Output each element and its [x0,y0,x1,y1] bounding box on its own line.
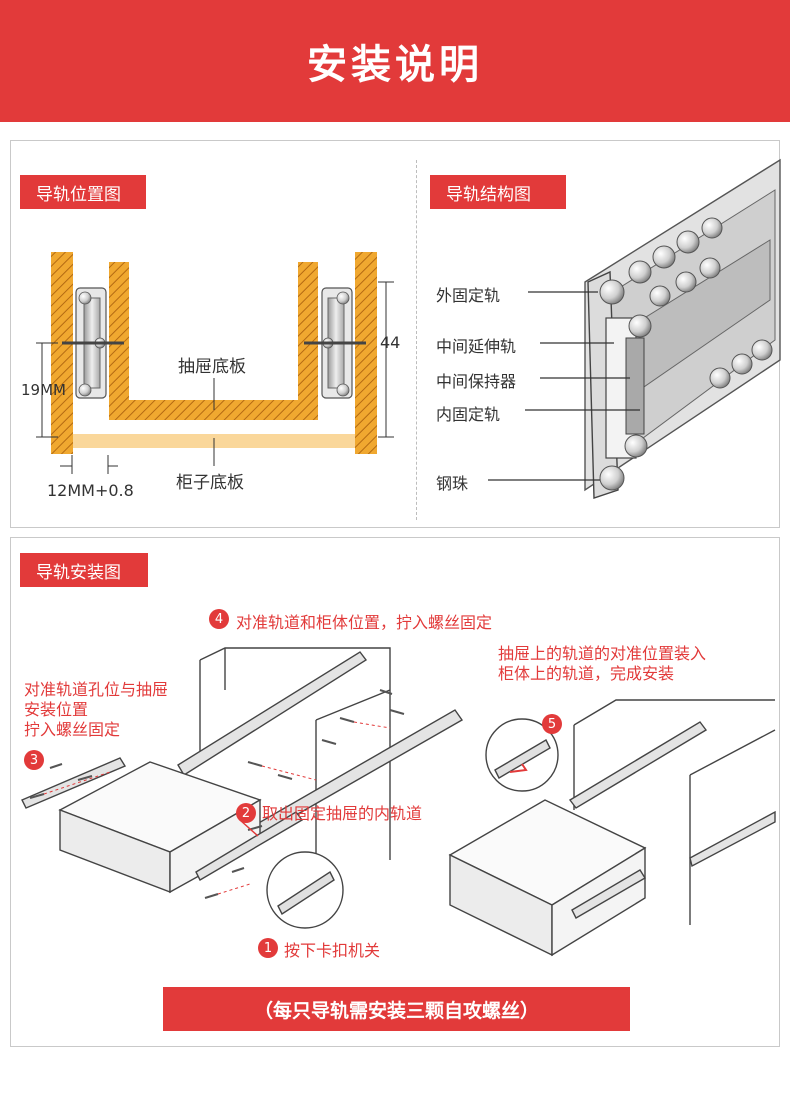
dim-left-label: 19MM [21,381,66,399]
step-4-text: 对准轨道和柜体位置，拧入螺丝固定 [236,613,493,632]
panel-divider [416,160,417,520]
step-2-text: 取出固定抽屉的内轨道 [262,804,423,823]
header-banner: 安装说明 [0,0,790,122]
structure-tag: 导轨结构图 [430,175,566,209]
position-tag: 导轨位置图 [20,175,146,209]
structure-label-retainer: 中间保持器 [436,372,517,391]
structure-label-inner: 内固定轨 [436,405,501,424]
structure-label-outer: 外固定轨 [436,286,501,305]
step-1-badge: 1 [258,938,278,958]
step-2-badge: 2 [236,803,256,823]
drawer-bottom-label: 抽屉底板 [178,357,246,377]
structure-label-balls: 钢珠 [436,474,469,493]
dim-bottom-label: 12MM+0.8 [47,481,134,500]
right-note: 抽屉上的轨道的对准位置装入 柜体上的轨道，完成安装 [498,644,707,683]
step-3-badge: 3 [24,750,44,770]
step-4-badge: 4 [209,609,229,629]
cabinet-bottom-label: 柜子底板 [176,473,244,493]
install-tag: 导轨安装图 [20,553,148,587]
step-1-text: 按下卡扣机关 [284,941,381,960]
page-title: 安装说明 [307,42,483,88]
footer-note: （每只导轨需安装三颗自攻螺丝） [163,987,630,1031]
structure-label-middle-extend: 中间延伸轨 [436,337,517,356]
step-5-badge: 5 [542,714,562,734]
dim-right-label: 44 [380,333,401,352]
left-note: 对准轨道孔位与抽屉 安装位置 拧入螺丝固定 [24,680,169,739]
